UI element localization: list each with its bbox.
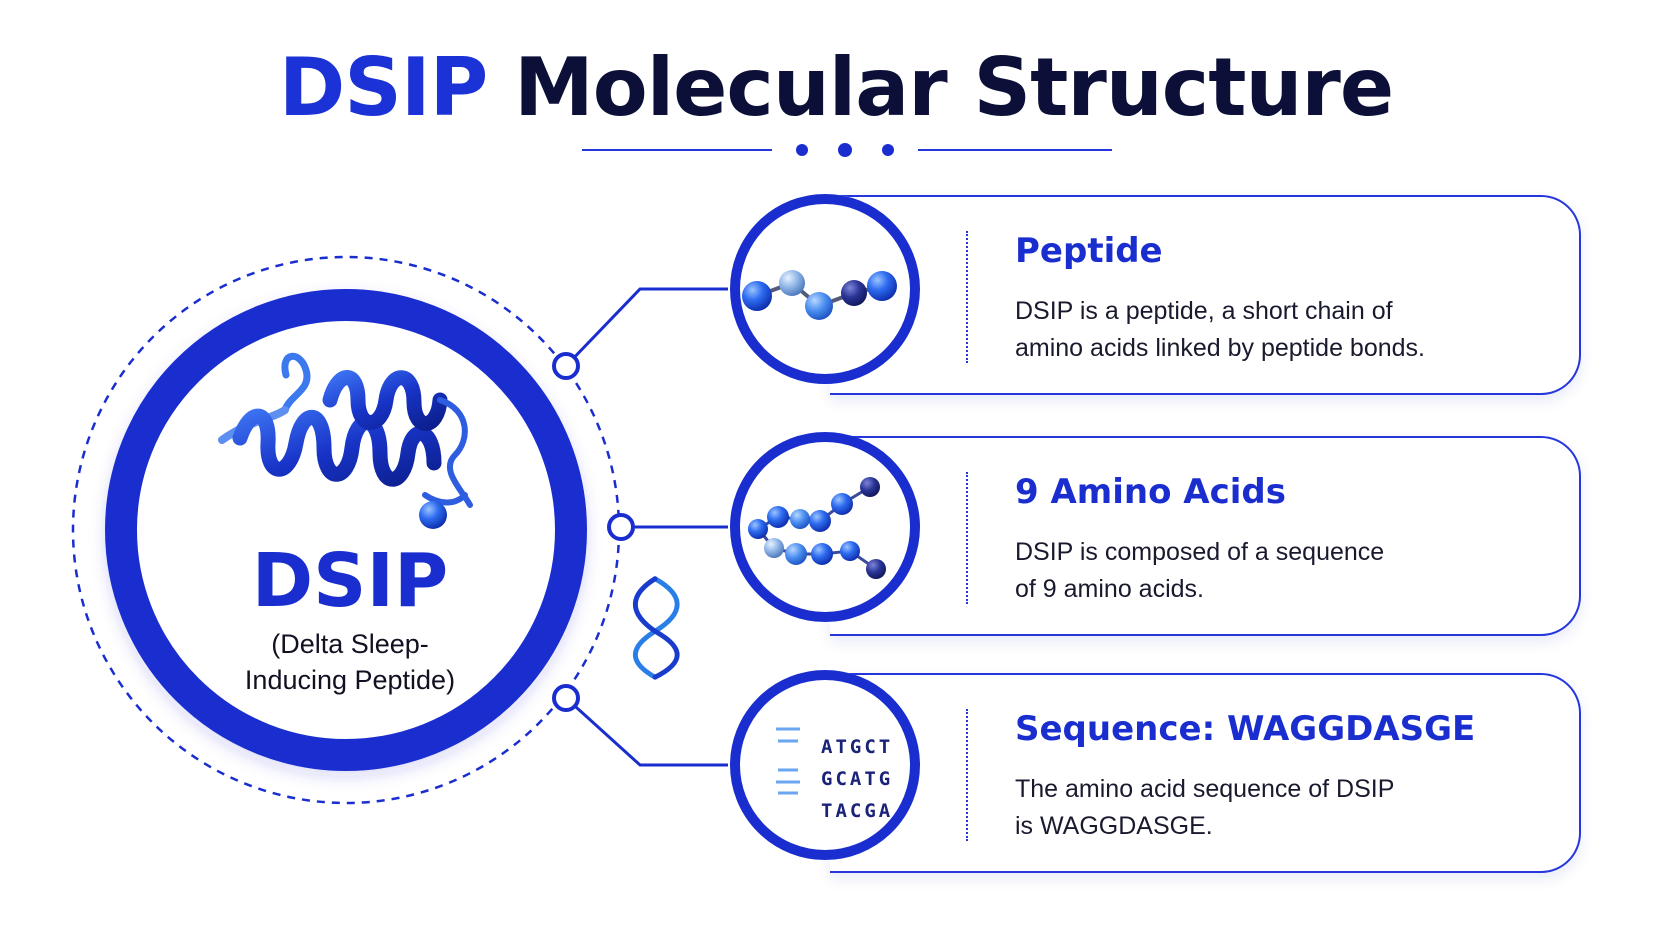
dna-row: GCATG bbox=[821, 768, 893, 790]
molecule-chain-icon bbox=[742, 270, 897, 320]
hub-subtitle-line: Inducing Peptide) bbox=[244, 665, 456, 695]
hub-title: DSIP bbox=[251, 538, 449, 624]
dna-code-text: ATGCT GCATG TACGA bbox=[821, 736, 893, 822]
sequence-icon-circle: ATGCT GCATG TACGA bbox=[633, 576, 920, 860]
protein-helix-icon bbox=[218, 352, 473, 529]
card-line: is WAGGDASGE. bbox=[1015, 812, 1213, 840]
amino-acid-balls bbox=[748, 477, 886, 579]
atom-ball bbox=[841, 280, 867, 306]
amino-acids-icon-circle bbox=[730, 432, 920, 622]
card-description: The amino acid sequence of DSIP is WAGGD… bbox=[1015, 771, 1555, 845]
card-line: DSIP is composed of a sequence bbox=[1015, 538, 1385, 566]
card-description: DSIP is composed of a sequence of 9 amin… bbox=[1015, 534, 1555, 608]
dna-row: TACGA bbox=[821, 800, 893, 822]
connector-node bbox=[552, 684, 580, 712]
peptide-icon-circle bbox=[730, 194, 920, 384]
hub-ring bbox=[105, 289, 587, 771]
atom-ball bbox=[779, 270, 805, 296]
hub-subtitle: (Delta Sleep- Inducing Peptide) bbox=[190, 626, 510, 698]
divider-dot bbox=[882, 144, 894, 156]
card-separator bbox=[966, 231, 968, 363]
title-accent: DSIP bbox=[278, 41, 488, 134]
info-card-peptide: Peptide DSIP is a peptide, a short chain… bbox=[830, 195, 1581, 395]
divider-dot bbox=[838, 143, 852, 157]
atom-ball bbox=[867, 271, 897, 301]
connector-node bbox=[607, 513, 635, 541]
info-card-sequence: Sequence: WAGGDASGE The amino acid seque… bbox=[830, 673, 1581, 873]
atom-ball bbox=[742, 281, 772, 311]
dna-helix-icon bbox=[633, 576, 800, 795]
atom-ball bbox=[419, 501, 447, 529]
card-separator bbox=[966, 709, 968, 841]
card-separator bbox=[966, 472, 968, 604]
card-title: Sequence: WAGGDASGE bbox=[1015, 709, 1476, 749]
card-title: 9 Amino Acids bbox=[1015, 472, 1286, 512]
card-line: The amino acid sequence of DSIP bbox=[1015, 775, 1395, 803]
title-divider bbox=[582, 143, 1112, 157]
card-description: DSIP is a peptide, a short chain of amin… bbox=[1015, 293, 1555, 367]
connector-sequence bbox=[564, 696, 728, 767]
connector-peptide bbox=[564, 287, 728, 368]
page-title: DSIP Molecular Structure bbox=[0, 38, 1672, 138]
hub-circle bbox=[106, 290, 586, 770]
title-rest: Molecular Structure bbox=[514, 41, 1394, 134]
connector-node bbox=[552, 352, 580, 380]
hub-subtitle-line: (Delta Sleep- bbox=[271, 629, 429, 659]
divider-dot bbox=[796, 144, 808, 156]
card-line: of 9 amino acids. bbox=[1015, 575, 1204, 603]
card-line: amino acids linked by peptide bonds. bbox=[1015, 334, 1425, 362]
card-title: Peptide bbox=[1015, 231, 1163, 271]
dna-row: ATGCT bbox=[821, 736, 893, 758]
info-card-amino-acids: 9 Amino Acids DSIP is composed of a sequ… bbox=[830, 436, 1581, 636]
card-line: DSIP is a peptide, a short chain of bbox=[1015, 297, 1393, 325]
atom-ball bbox=[805, 292, 833, 320]
